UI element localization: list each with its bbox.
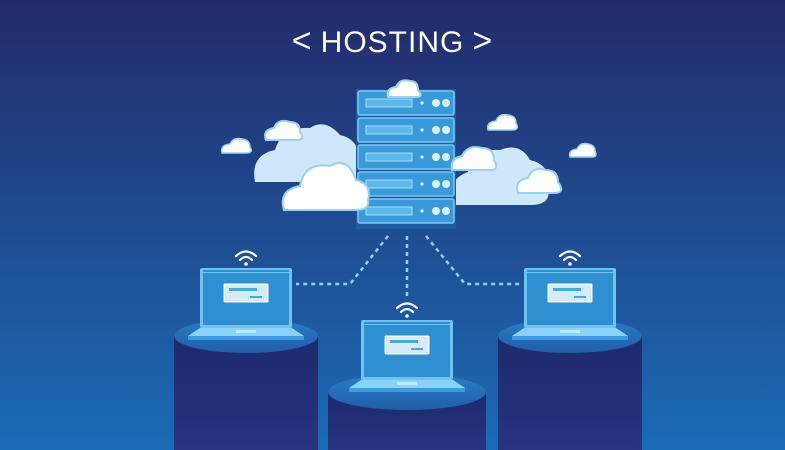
hosting-title-text: HOSTING — [320, 26, 465, 59]
server-unit — [357, 198, 455, 224]
server-unit — [357, 171, 455, 197]
laptop-icon — [349, 320, 465, 392]
cloud-icon — [486, 113, 519, 131]
cloud-icon — [264, 119, 304, 141]
dialog-window-icon — [547, 283, 593, 303]
laptop-icon — [188, 268, 304, 340]
cloud-icon — [386, 79, 422, 98]
server-unit — [357, 117, 455, 143]
laptop-icon — [512, 268, 628, 340]
dialog-window-icon — [223, 283, 269, 303]
cloud-icon — [516, 168, 563, 194]
wifi-icon — [558, 250, 582, 266]
network-connections — [296, 235, 520, 298]
server-unit — [357, 144, 455, 170]
right-bracket-icon: > — [472, 22, 494, 60]
connection-line-left — [296, 235, 389, 286]
cloud-icon — [568, 142, 597, 158]
left-bracket-icon: < — [291, 22, 313, 60]
dialog-window-icon — [384, 335, 430, 355]
cloud-icon — [450, 146, 498, 171]
cloud-icon — [281, 162, 370, 211]
server-unit — [357, 90, 455, 116]
wifi-icon — [395, 302, 419, 318]
page-title: <HOSTING> — [0, 22, 785, 61]
connection-line-right — [425, 235, 520, 286]
wifi-icon — [234, 250, 258, 266]
cloud-icon — [220, 137, 253, 154]
